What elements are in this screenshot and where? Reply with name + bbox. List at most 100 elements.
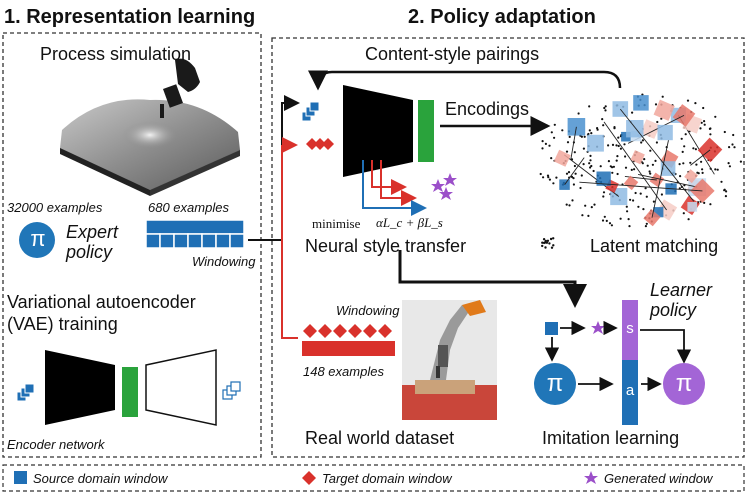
pairing-line: [638, 173, 698, 188]
vae-diagram: [16, 349, 241, 426]
scatter-dot: [629, 198, 632, 201]
robot-tool-image: [160, 58, 200, 118]
scatter-dot: [570, 175, 574, 178]
scatter-dot: [728, 146, 731, 149]
scatter-dot: [639, 192, 642, 195]
encodings-label: Encodings: [445, 99, 530, 119]
scatter-target-marker: [640, 119, 661, 139]
scatter-dot: [682, 212, 685, 215]
scatter-dot: [641, 162, 644, 165]
scatter-dot: [542, 238, 546, 241]
scatter-dot: [583, 135, 586, 138]
scatter-dot: [572, 183, 576, 186]
windowing-label-left: Windowing: [192, 254, 256, 269]
scatter-dot: [684, 133, 687, 136]
vae-output-icon: [222, 381, 241, 400]
scatter-source-marker: [596, 171, 611, 186]
scatter-dot: [571, 199, 574, 202]
expert-pi-symbol: π: [30, 226, 46, 251]
expert-policy-line2: policy: [66, 242, 113, 262]
pairing-line: [564, 157, 585, 185]
scatter-source-marker: [687, 202, 698, 212]
action-bar: [622, 360, 638, 425]
scatter-dot: [739, 160, 743, 163]
scatter-dot: [678, 163, 681, 166]
scatter-dot: [619, 217, 622, 220]
scatter-dot: [716, 168, 719, 171]
scatter-dot: [546, 174, 550, 177]
scatter-dot: [649, 172, 652, 175]
scatter-dot: [634, 191, 637, 195]
generated-window-marker: [591, 321, 605, 334]
scatter-dot: [656, 120, 659, 124]
scatter-dot: [701, 171, 704, 174]
scatter-dot: [654, 103, 658, 106]
scatter-dot: [703, 201, 706, 204]
scatter-dot: [601, 219, 605, 222]
scatter-dot: [645, 222, 648, 225]
scatter-dot: [714, 168, 717, 171]
scatter-dot: [645, 195, 648, 198]
scatter-dot: [542, 241, 546, 245]
scatter-dot: [579, 186, 582, 190]
policy-pi-blue-symbol: π: [546, 370, 564, 397]
scatter-dot: [628, 225, 631, 228]
scatter-dot: [603, 215, 606, 218]
scatter-dot: [727, 162, 730, 165]
pairing-line: [570, 126, 577, 160]
scatter-source-marker: [587, 134, 604, 152]
scatter-dot: [701, 168, 704, 171]
latent-bar-left: [122, 367, 138, 417]
scatter-dot: [637, 205, 640, 208]
scatter-dot: [604, 109, 607, 112]
scatter-dot: [641, 139, 645, 142]
scatter-dot: [592, 169, 595, 173]
scatter-dot: [565, 203, 568, 206]
scatter-dot: [541, 140, 544, 143]
expert-pi-circle: [19, 222, 55, 258]
scatter-dot: [624, 155, 627, 158]
scatter-dot: [646, 164, 649, 167]
scatter-dot: [555, 176, 558, 179]
scatter-dot: [588, 105, 591, 108]
scatter-dot: [587, 214, 590, 217]
scatter-dot: [544, 246, 547, 249]
scatter-dot: [660, 117, 663, 120]
scatter-dot: [607, 144, 610, 147]
learner-policy-line1: Learner: [650, 280, 713, 300]
section-title-policy-adaptation: 2. Policy adaptation: [408, 6, 596, 28]
expert-policy-label: Expert policy: [66, 222, 118, 262]
scatter-dot: [602, 191, 606, 194]
latent-matching-scatter: [539, 93, 743, 249]
scatter-dot: [549, 237, 553, 241]
scatter-dot: [630, 168, 633, 171]
scatter-dot: [682, 162, 685, 165]
source-window-marker: [545, 322, 558, 335]
scatter-dot: [601, 118, 604, 121]
scatter-dot: [541, 244, 544, 248]
scatter-target-marker: [630, 150, 645, 165]
scatter-dot: [642, 208, 645, 211]
scatter-dot: [574, 172, 577, 175]
scatter-dot: [703, 120, 706, 123]
scatter-dot: [649, 149, 652, 152]
simulation-surface-image: [60, 99, 240, 196]
scatter-dot: [539, 172, 542, 176]
scatter-dot: [617, 144, 620, 148]
neural-style-transfer-label: Neural style transfer: [305, 236, 467, 256]
scatter-dot: [602, 124, 605, 127]
scatter-dot: [582, 147, 586, 150]
scatter-dot: [624, 166, 628, 169]
scatter-dot: [725, 190, 728, 193]
loss-formula-label: αL_c + βL_s: [376, 215, 443, 230]
scatter-dot: [577, 112, 580, 115]
scatter-dot: [700, 160, 703, 163]
scatter-dot: [545, 241, 549, 244]
scatter-dot: [644, 225, 648, 228]
state-bar: [622, 300, 638, 360]
scatter-dot: [633, 168, 636, 171]
scatter-dot: [589, 154, 592, 157]
scatter-dot: [550, 131, 553, 134]
windowing-strip-right: [302, 324, 395, 356]
scatter-dot: [694, 102, 697, 105]
